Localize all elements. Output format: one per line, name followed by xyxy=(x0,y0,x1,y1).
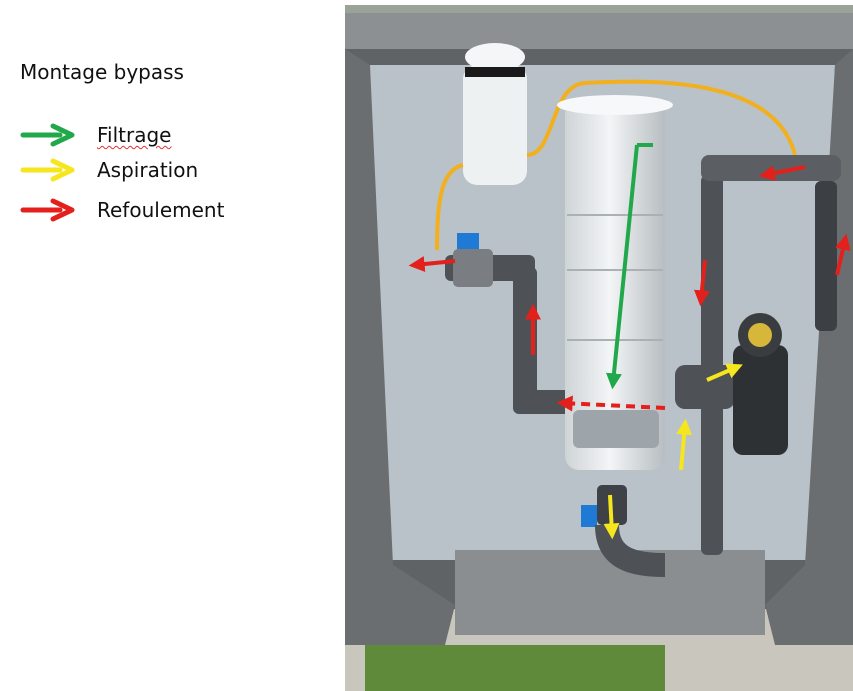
drain-valve-handle xyxy=(581,505,597,527)
grass xyxy=(365,645,665,691)
filter-cap xyxy=(557,95,673,115)
flow-arrow-far-right xyxy=(835,233,851,276)
left-door-edge xyxy=(345,49,455,645)
left-lower-elbow xyxy=(513,390,573,414)
cabinet-lid xyxy=(345,13,853,49)
legend-item-aspiration: Aspiration xyxy=(20,156,340,184)
chlorinator-body xyxy=(463,65,527,185)
flow-arrow-down-right xyxy=(693,259,710,307)
flow-arrow-bypass-dashed xyxy=(556,395,666,412)
left-vertical-pipe xyxy=(513,267,537,402)
chlorinator-lid xyxy=(465,43,525,71)
diagram-title: Montage bypass xyxy=(20,60,184,84)
chlorinator-ring xyxy=(465,67,525,77)
pump-body xyxy=(733,345,788,455)
legend-label-filtrage: Filtrage xyxy=(97,123,172,147)
legend-label-refoulement: Refoulement xyxy=(97,198,225,222)
filter-clamp xyxy=(573,410,659,448)
flow-arrow-aspiration-pump xyxy=(706,363,743,382)
flow-arrow-top-right xyxy=(758,165,806,181)
red-arrow-icon xyxy=(20,198,75,222)
legend-item-filtrage: Filtrage xyxy=(20,121,340,149)
green-arrow-icon xyxy=(20,123,75,147)
far-right-pipe xyxy=(815,181,837,331)
flow-arrow-aspiration-up xyxy=(676,418,693,471)
cabinet-base xyxy=(455,550,765,635)
flow-arrow-left-out xyxy=(408,256,456,273)
right-top-pipe xyxy=(701,155,841,181)
legend-item-refoulement: Refoulement xyxy=(20,196,340,224)
left-valve-handle xyxy=(457,233,479,249)
pump-lid-center xyxy=(748,323,772,347)
flow-arrow-aspiration-drain xyxy=(603,494,620,540)
left-valve-body xyxy=(453,249,493,287)
bypass-photo xyxy=(345,5,853,691)
flow-arrow-filtrage xyxy=(606,144,639,390)
hose-top xyxy=(526,79,797,157)
hose-left xyxy=(435,163,464,251)
yellow-arrow-icon xyxy=(20,158,75,182)
filter-column xyxy=(565,100,665,470)
legend-label-aspiration: Aspiration xyxy=(97,158,199,182)
